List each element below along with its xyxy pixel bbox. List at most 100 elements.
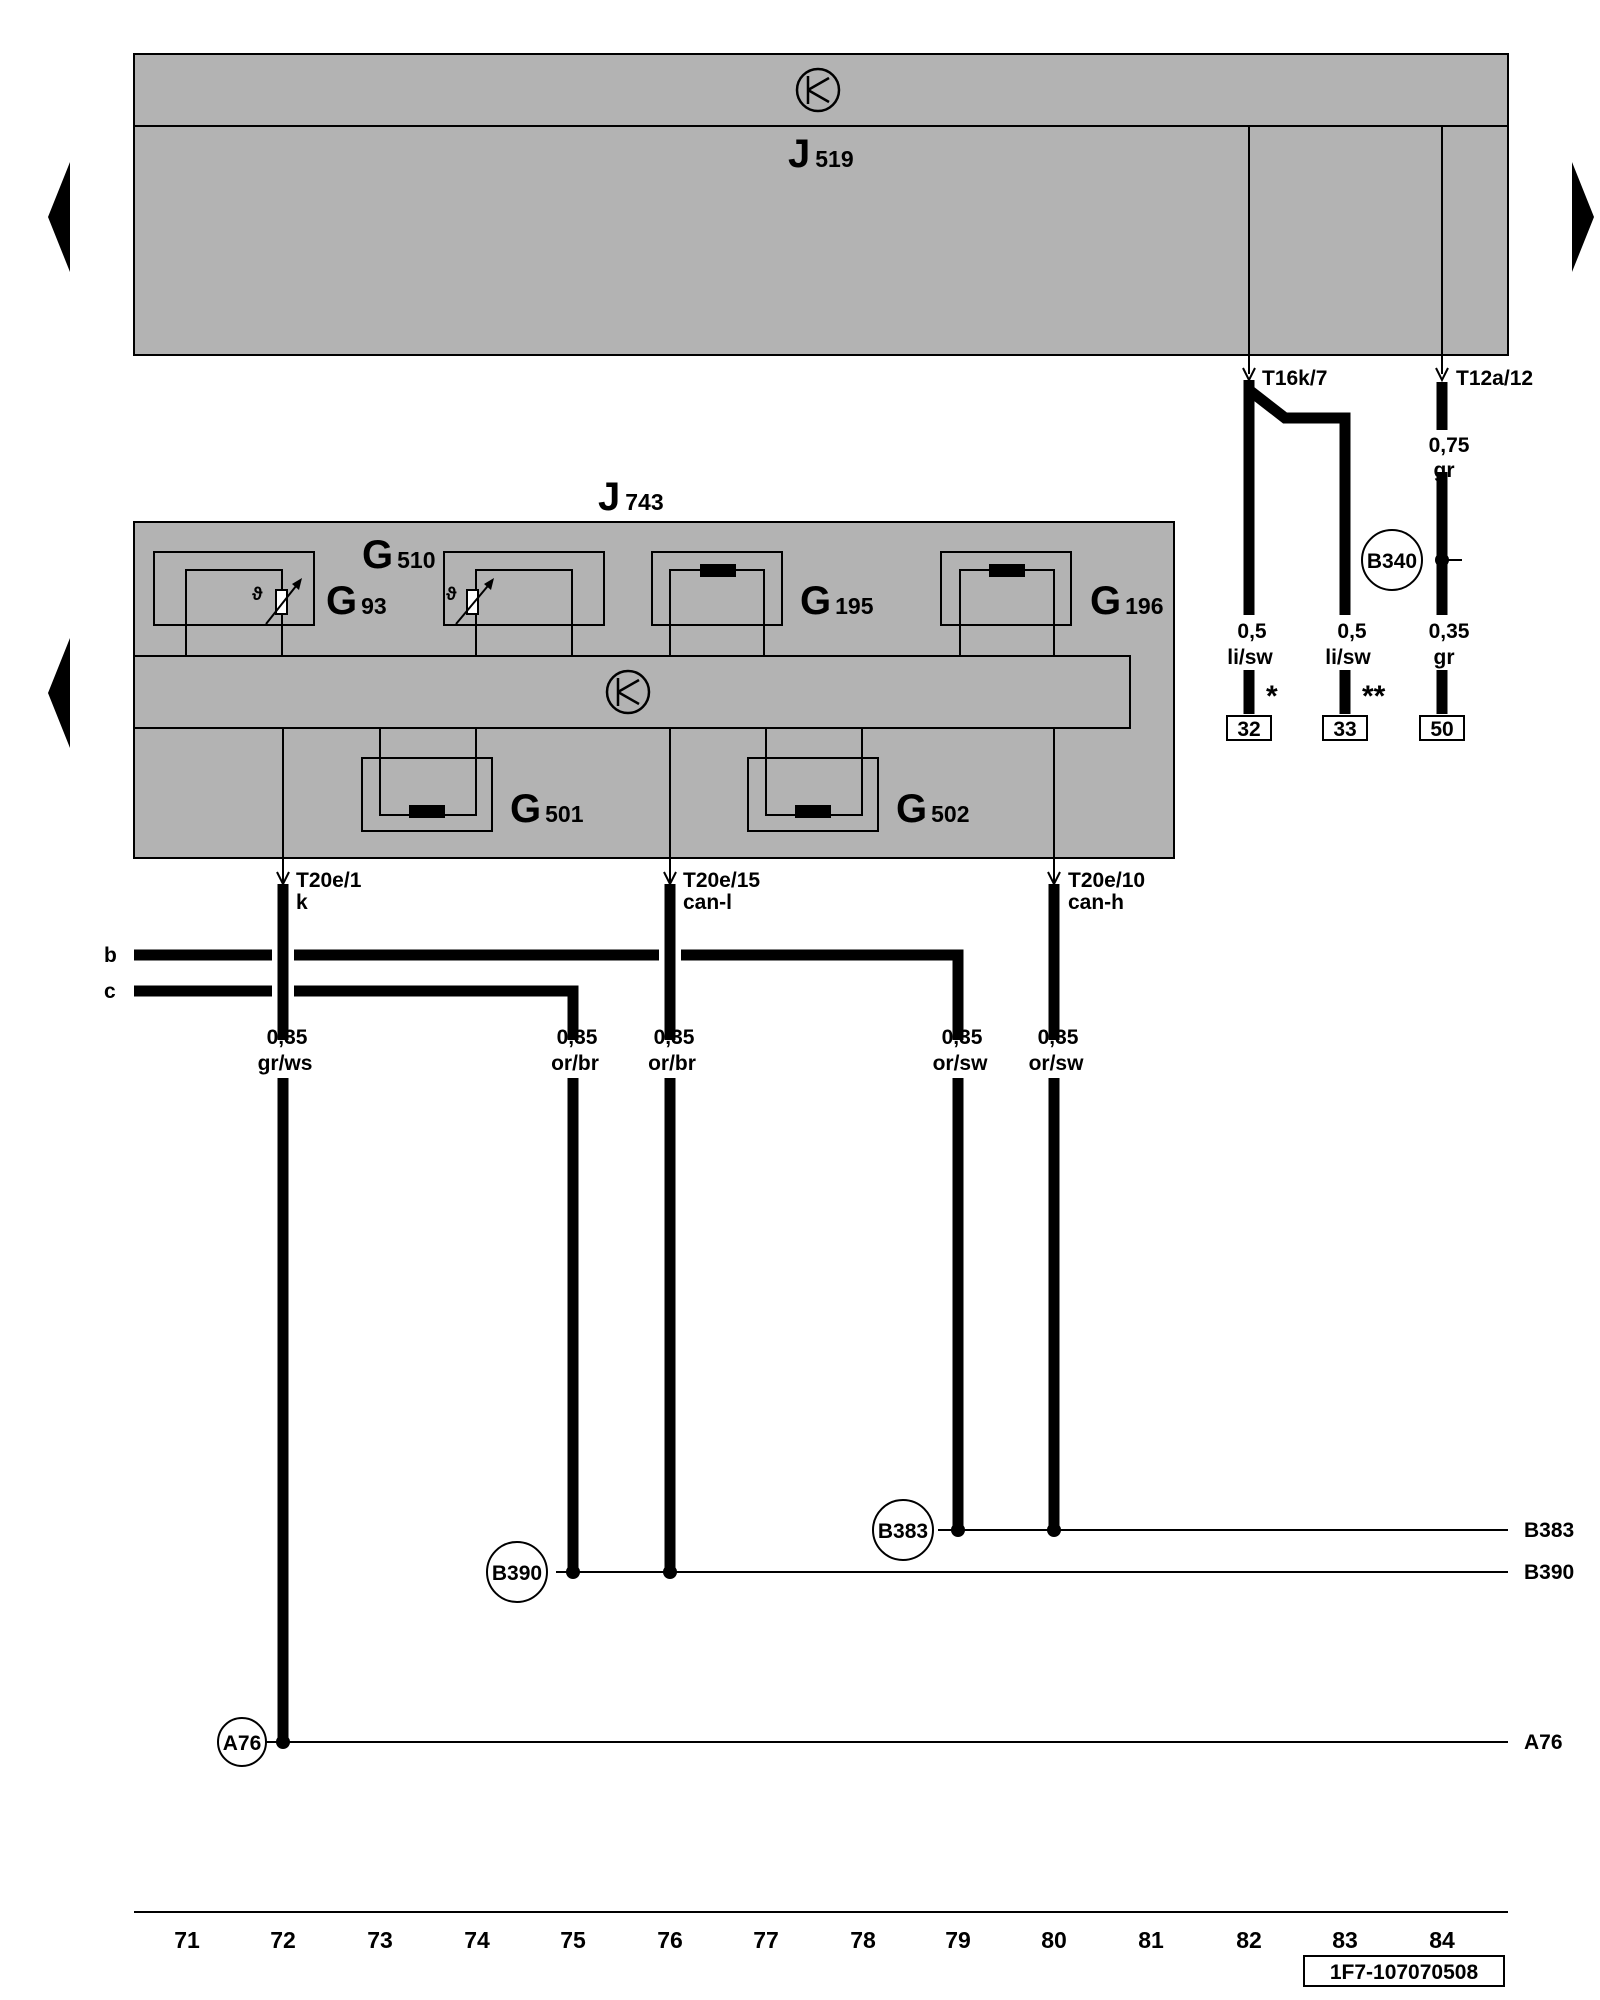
pin-arrow-t12a12 xyxy=(1435,367,1449,383)
wire-72-color: gr/ws xyxy=(258,1052,313,1075)
document-id: 1F7-107070508 xyxy=(1330,1961,1479,1984)
splice-b383[interactable]: B383 xyxy=(872,1499,934,1561)
g501-number: 501 xyxy=(545,801,584,827)
ref-box-32-label: 32 xyxy=(1237,718,1260,741)
splice-b390[interactable]: B390 xyxy=(486,1541,548,1603)
sensor-g501 xyxy=(361,728,493,832)
grid-number: 73 xyxy=(367,1927,393,1953)
wire-82-color: li/sw xyxy=(1227,646,1273,669)
prev-page-arrow-top[interactable] xyxy=(48,162,70,272)
edge-ref-a76[interactable]: A76 xyxy=(1524,1731,1563,1754)
wire-c xyxy=(134,985,579,1040)
ref-box-32[interactable]: 32 xyxy=(1226,715,1272,741)
edge-ref-c: c xyxy=(104,980,116,1003)
g510-number: 510 xyxy=(397,547,435,573)
wire-84-top-size: 0,75 xyxy=(1429,434,1470,457)
wire-76-size: 0,35 xyxy=(654,1026,695,1049)
sensor-g196 xyxy=(940,551,1072,656)
g501-letter: G xyxy=(510,787,541,831)
prev-page-arrow-middle[interactable] xyxy=(48,638,70,748)
grid-number: 77 xyxy=(753,1927,779,1953)
splice-b340[interactable]: B340 xyxy=(1361,529,1423,591)
wire-75-color: or/br xyxy=(551,1052,599,1075)
grid-number: 84 xyxy=(1429,1927,1455,1953)
ref-box-50-label: 50 xyxy=(1430,718,1453,741)
thermistor-icon-g93: ϑ xyxy=(252,584,263,604)
wire-83 xyxy=(1245,385,1351,615)
edge-ref-b: b xyxy=(104,944,117,967)
splice-b390-label: B390 xyxy=(492,1562,542,1585)
splice-b340-label: B340 xyxy=(1367,550,1417,573)
splice-a76[interactable]: A76 xyxy=(217,1717,267,1767)
ref-box-50[interactable]: 50 xyxy=(1419,715,1465,741)
junction-dot xyxy=(566,1565,580,1579)
g195-letter: G xyxy=(800,579,831,623)
wire-82-size: 0,5 xyxy=(1237,620,1267,643)
g93-number: 93 xyxy=(361,593,387,619)
junction-dot xyxy=(663,1565,677,1579)
wire-84-size: 0,35 xyxy=(1429,620,1470,643)
next-page-arrow[interactable] xyxy=(1572,162,1594,272)
g502-number: 502 xyxy=(931,801,969,827)
wire-80-size: 0,35 xyxy=(1038,1026,1079,1049)
wire-83-size: 0,5 xyxy=(1337,620,1367,643)
wire-72-size: 0,35 xyxy=(267,1026,308,1049)
junction-dot xyxy=(1047,1523,1061,1537)
grid-number: 83 xyxy=(1332,1927,1358,1953)
g93-letter: G xyxy=(326,579,357,623)
connector-t20e15-signal: can-l xyxy=(683,891,732,914)
electronic-module-icon xyxy=(795,67,841,113)
electronic-module-icon-j743 xyxy=(605,669,651,715)
wire-83-color: li/sw xyxy=(1325,646,1371,669)
wire-76-color: or/br xyxy=(648,1052,696,1075)
sensor-g510: ϑ xyxy=(443,551,605,656)
connector-t20e10: T20e/10 xyxy=(1068,869,1145,892)
wire-82-mark: * xyxy=(1266,680,1278,713)
wire-84-color: gr xyxy=(1434,646,1455,669)
grid-number: 72 xyxy=(270,1927,296,1953)
connector-t20e10-signal: can-h xyxy=(1068,891,1124,914)
wire-80-color: or/sw xyxy=(1029,1052,1085,1075)
edge-ref-b383[interactable]: B383 xyxy=(1524,1519,1574,1542)
wire-79-color: or/sw xyxy=(933,1052,989,1075)
connector-t12a12: T12a/12 xyxy=(1456,367,1533,390)
splice-b383-label: B383 xyxy=(878,1520,928,1543)
sensor-g502 xyxy=(747,728,879,832)
grid-number: 71 xyxy=(174,1927,200,1953)
ref-box-33[interactable]: 33 xyxy=(1322,715,1368,741)
g196-number: 196 xyxy=(1125,593,1163,619)
j519-letter: J xyxy=(788,132,810,176)
edge-ref-b390[interactable]: B390 xyxy=(1524,1561,1574,1584)
grid-number: 80 xyxy=(1041,1927,1067,1953)
connector-t20e15: T20e/15 xyxy=(683,869,760,892)
grid-number: 78 xyxy=(850,1927,876,1953)
sensor-g93: ϑ xyxy=(153,551,315,656)
connector-t20e1: T20e/1 xyxy=(296,869,362,892)
wire-75-size: 0,35 xyxy=(557,1026,598,1049)
j519-number: 519 xyxy=(815,146,853,172)
wire-83-mark: ** xyxy=(1362,680,1386,713)
g510-letter: G xyxy=(362,533,393,577)
j743-number: 743 xyxy=(625,489,663,515)
wire-b xyxy=(134,949,964,1040)
grid-number: 82 xyxy=(1236,1927,1262,1953)
junction-dot xyxy=(951,1523,965,1537)
grid-number: 79 xyxy=(945,1927,971,1953)
splice-a76-label: A76 xyxy=(223,1732,262,1755)
connector-t16k7: T16k/7 xyxy=(1262,367,1327,390)
ref-box-33-label: 33 xyxy=(1333,718,1356,741)
wire-84-top-color: gr xyxy=(1434,459,1455,482)
grid-number: 75 xyxy=(560,1927,586,1953)
thermistor-icon-g510: ϑ xyxy=(446,584,457,604)
document-id-box: 1F7-107070508 xyxy=(1303,1955,1505,1987)
grid-number: 76 xyxy=(657,1927,683,1953)
g196-letter: G xyxy=(1090,579,1121,623)
